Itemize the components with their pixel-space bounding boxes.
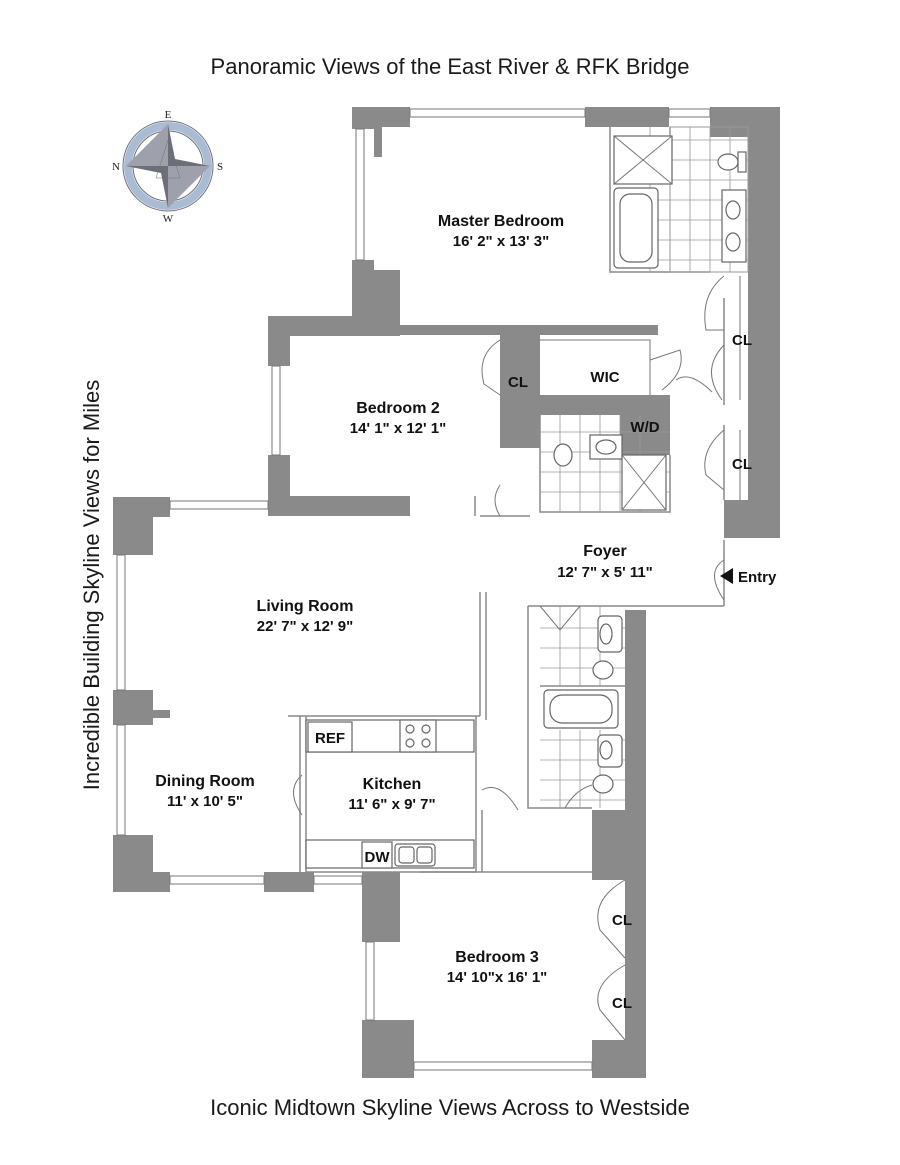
bedroom-3-size: 14' 10"x 16' 1"	[447, 969, 548, 986]
washer-dryer-label: W/D	[630, 419, 659, 436]
bed2-bath	[540, 415, 670, 512]
closet-label-bed3-1: CL	[612, 912, 632, 929]
kitchen-fixtures	[305, 719, 475, 869]
entry-label: Entry	[738, 569, 777, 586]
windows	[116, 108, 711, 1071]
refrigerator-label: REF	[315, 730, 345, 747]
kitchen-size: 11' 6" x 9' 7"	[348, 796, 435, 813]
dishwasher-label: DW	[365, 849, 391, 866]
room-labels: Master Bedroom 16' 2" x 13' 3" Bedroom 2…	[155, 213, 653, 986]
foyer-name: Foyer	[583, 543, 627, 560]
exterior-walls	[113, 107, 780, 1078]
master-bedroom-size: 16' 2" x 13' 3"	[453, 233, 549, 250]
bedroom-2-name: Bedroom 2	[356, 400, 440, 417]
top-view-caption: Panoramic Views of the East River & RFK …	[210, 54, 690, 79]
compass-north-label: N	[112, 161, 120, 173]
door-swings	[293, 275, 741, 1041]
master-bath	[613, 126, 749, 273]
closet-label-master-1: CL	[732, 332, 752, 349]
walk-in-closet-label: WIC	[590, 369, 619, 386]
living-room-name: Living Room	[257, 598, 354, 615]
closet-label-bed2: CL	[508, 374, 528, 391]
compass-south-label: S	[217, 161, 223, 173]
entry-arrow-icon	[720, 568, 733, 584]
dining-room-size: 11' x 10' 5"	[167, 793, 243, 810]
hall-bath	[540, 606, 625, 808]
master-bedroom-name: Master Bedroom	[438, 213, 564, 230]
small-labels: CL CL CL WIC W/D CL CL REF DW Entry	[315, 332, 777, 1012]
dining-room-name: Dining Room	[155, 773, 255, 790]
living-room-size: 22' 7" x 12' 9"	[257, 618, 353, 635]
interior-walls	[288, 127, 725, 873]
bottom-view-caption: Iconic Midtown Skyline Views Across to W…	[210, 1095, 690, 1120]
closet-label-master-2: CL	[732, 456, 752, 473]
compass-east-label: E	[165, 109, 172, 121]
kitchen-name: Kitchen	[363, 776, 422, 793]
bedroom-2-size: 14' 1" x 12' 1"	[350, 420, 446, 437]
compass-west-label: W	[163, 213, 174, 225]
compass-rose-icon: E N S W	[112, 109, 223, 225]
bedroom-3-name: Bedroom 3	[455, 949, 539, 966]
foyer-size: 12' 7" x 5' 11"	[557, 564, 653, 581]
closet-label-bed3-2: CL	[612, 995, 632, 1012]
